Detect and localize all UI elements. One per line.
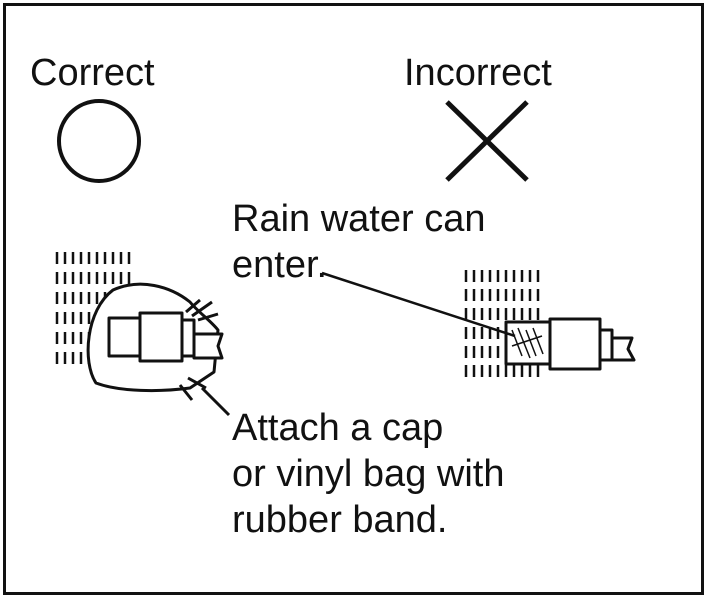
cross-icon	[445, 100, 529, 182]
diagram-frame	[3, 3, 704, 595]
attach-cap-note-line: or vinyl bag with	[232, 453, 505, 495]
attach-cap-note: Attach a cap or vinyl bag with rubber ba…	[232, 405, 504, 543]
rain-water-note-line: Rain water can	[232, 198, 486, 240]
circle-icon	[57, 99, 141, 183]
rain-water-note-line: enter.	[232, 244, 328, 286]
incorrect-label: Incorrect	[404, 52, 552, 94]
rain-water-note: Rain water can enter.	[232, 196, 485, 288]
attach-cap-note-line: Attach a cap	[232, 407, 444, 449]
attach-cap-note-line: rubber band.	[232, 499, 448, 541]
correct-label: Correct	[30, 52, 155, 94]
bagged-connector	[86, 282, 231, 417]
open-connector	[321, 271, 636, 371]
